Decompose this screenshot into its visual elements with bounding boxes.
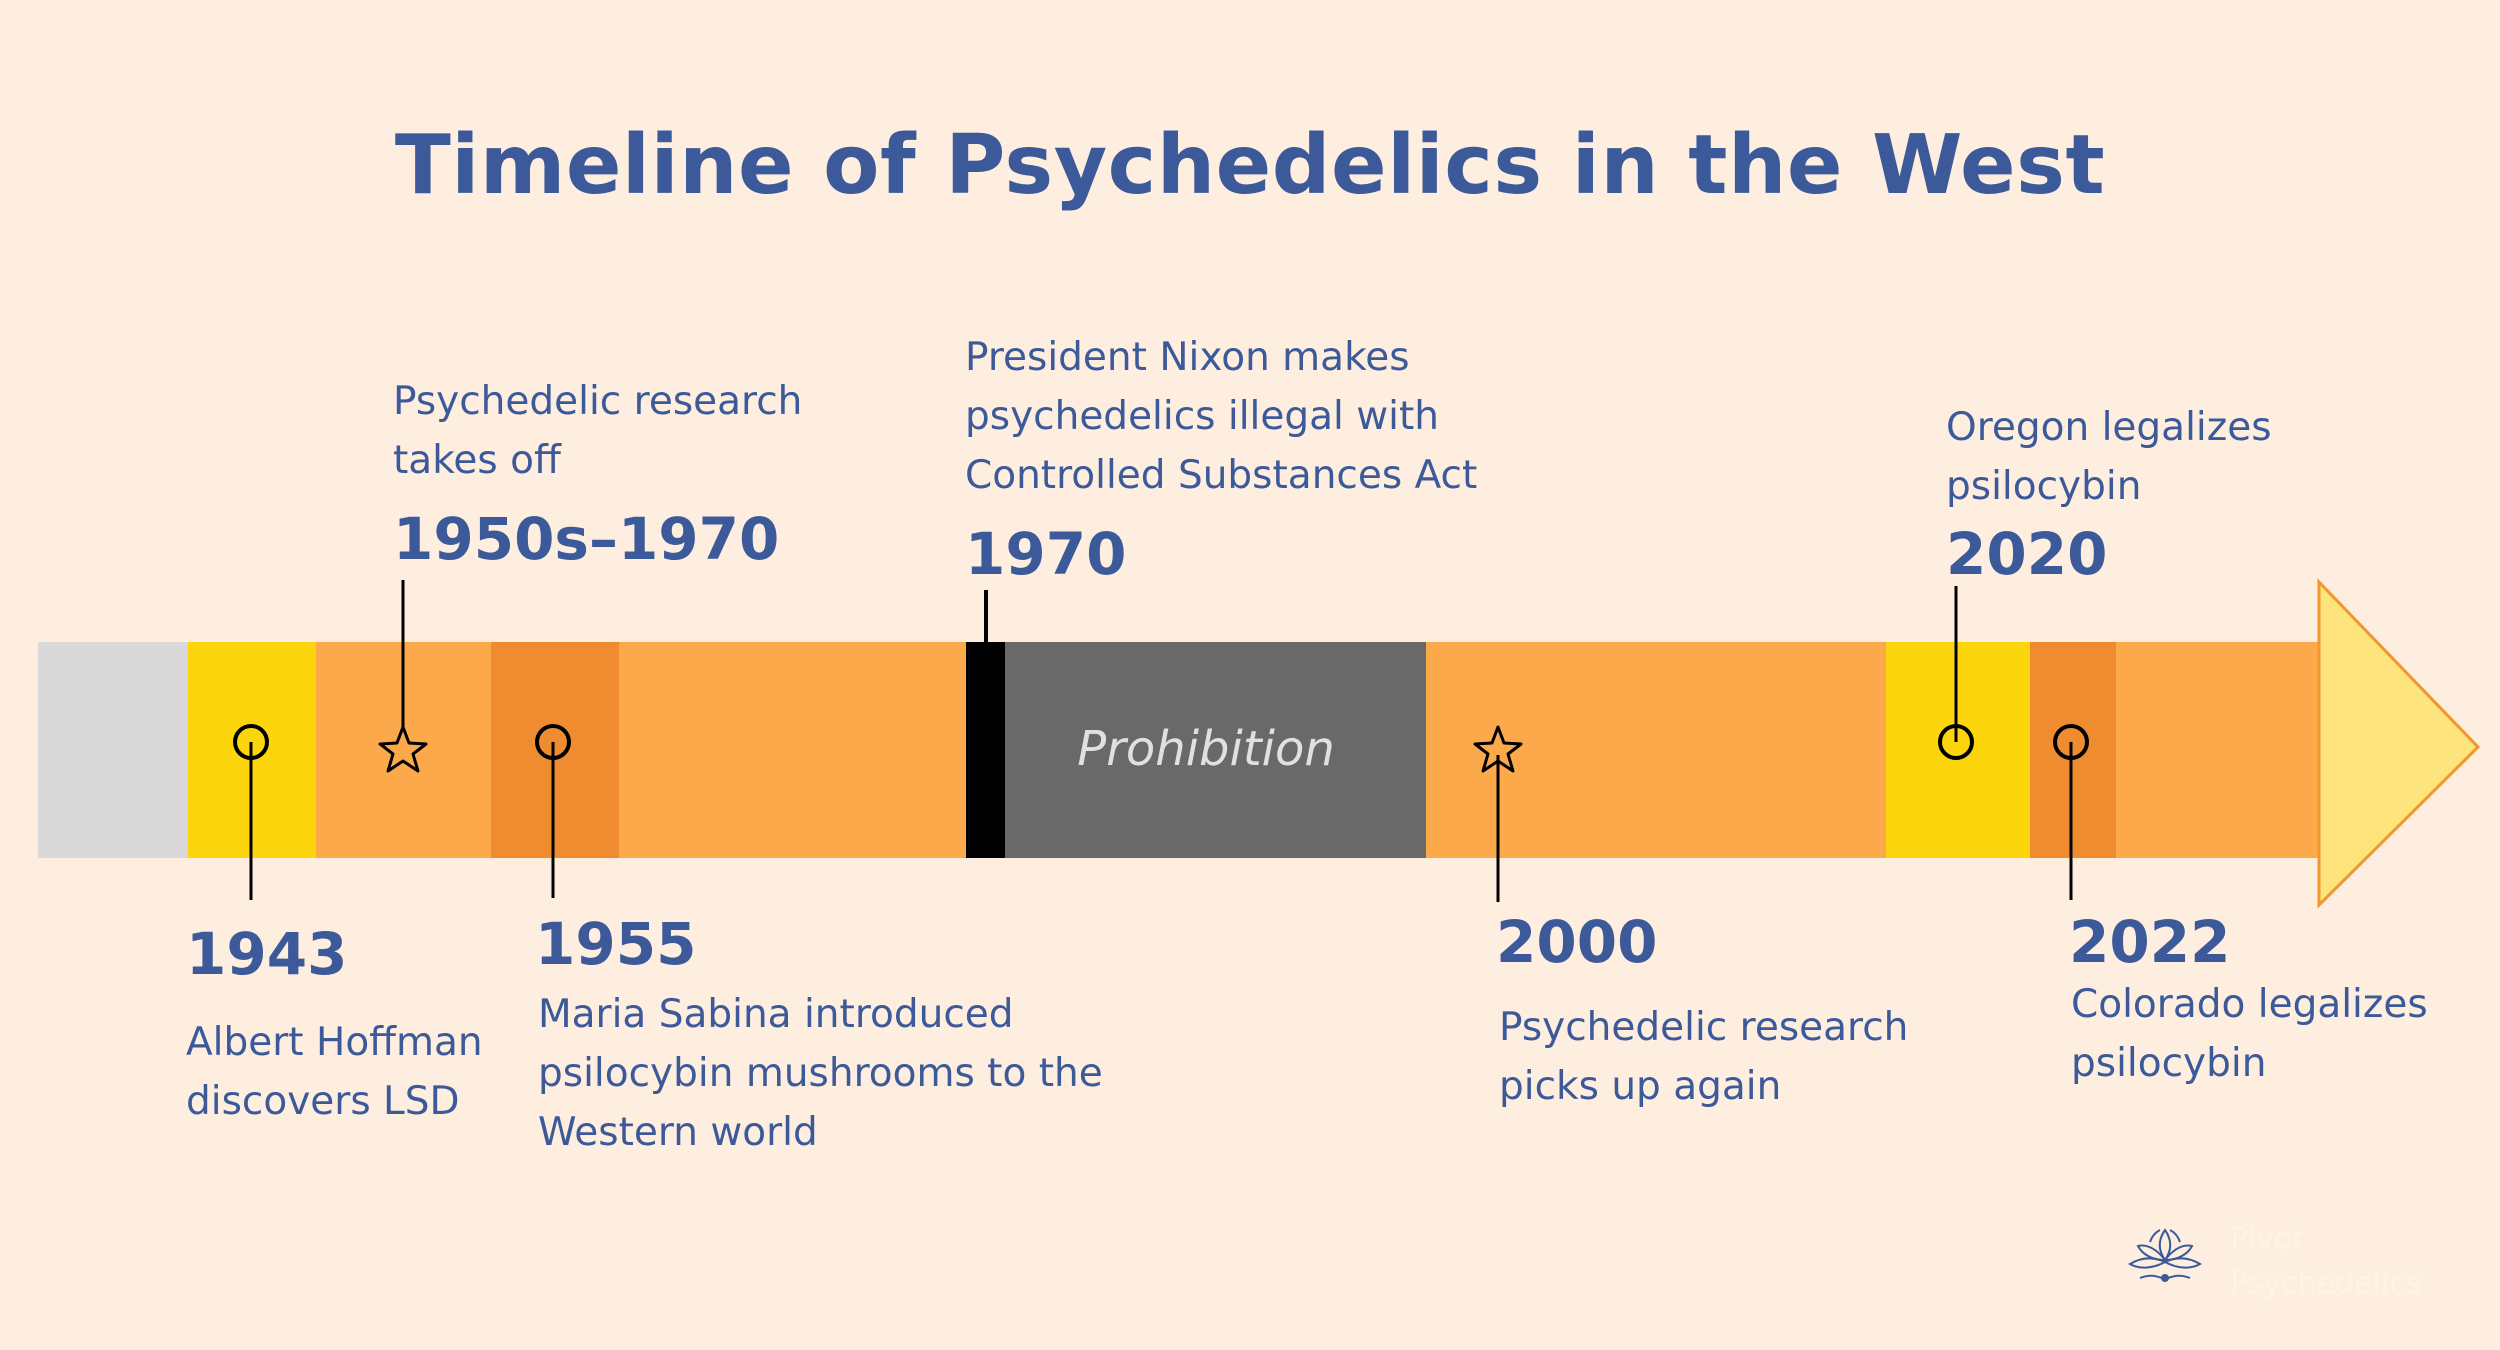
segment-1960s [619,642,966,858]
event-2022-line: Colorado legalizes [2071,982,2428,1027]
event-2022-description: Colorado legalizes psilocybin [2071,975,2428,1093]
event-1970-line: psychedelics illegal with [965,394,1440,439]
event-1943-line: discovers LSD [186,1079,460,1124]
event-1955-line: psilocybin mushrooms to the [538,1051,1103,1096]
prohibition-label: Prohibition [1077,721,1335,777]
arrow-head [2317,578,2481,909]
event-1950s-line: takes off [393,438,561,483]
segment-2022 [2030,642,2116,858]
marker-1950s-star-icon [378,725,428,773]
event-1943-line: Albert Hoffman [186,1020,483,1065]
segment-pre-history [38,642,188,858]
event-2020-line: Oregon legalizes [1946,405,2272,450]
brand-name-line: Pivot [2230,1222,2304,1257]
segment-2020 [1886,642,2030,858]
marker-1943-icon [233,724,269,760]
segment-1955 [491,642,619,858]
event-2020-line: psilocybin [1946,464,2142,509]
event-2000-line: Psychedelic research [1499,1005,1909,1050]
event-1955-description: Maria Sabina introduced psilocybin mushr… [538,985,1103,1162]
event-1955-line: Maria Sabina introduced [538,992,1014,1037]
event-2000-description: Psychedelic research picks up again [1499,998,1908,1116]
brand-name: Pivot Psychedelics [2230,1218,2421,1306]
marker-2022-icon [2053,724,2089,760]
event-1955-line: Western world [538,1110,818,1155]
segment-1970-marker [966,642,1005,858]
event-1943-year: 1943 [186,920,348,988]
marker-1955-icon [535,724,571,760]
event-2020-year: 2020 [1946,520,2108,588]
event-1970-description: President Nixon makes psychedelics illeg… [965,328,1477,505]
event-2020-description: Oregon legalizes psilocybin [1946,398,2272,516]
event-1955-year: 1955 [535,910,697,978]
segment-future [2116,642,2319,858]
event-1950s-line: Psychedelic research [393,379,803,424]
event-1950s-year: 1950s–1970 [393,505,780,573]
event-1970-line: President Nixon makes [965,335,1410,380]
marker-2000-star-icon [1473,725,1523,773]
brand-logo: Pivot Psychedelics [2120,1218,2421,1301]
marker-2020-icon [1938,724,1974,760]
segment-2000s [1426,642,1886,858]
event-1943-description: Albert Hoffman discovers LSD [186,1013,483,1131]
page-title: Timeline of Psychedelics in the West [394,118,2106,213]
event-1970-year: 1970 [965,520,1127,588]
prohibition-segment [1005,642,1426,858]
event-1950s-description: Psychedelic research takes off [393,372,802,490]
event-2000-line: picks up again [1499,1064,1782,1109]
event-2022-year: 2022 [2069,908,2231,976]
event-1970-line: Controlled Substances Act [965,453,1478,498]
brand-name-line: Psychedelics [2230,1266,2422,1301]
event-2000-year: 2000 [1496,908,1658,976]
event-2022-line: psilocybin [2071,1041,2267,1086]
lotus-icon [2128,1228,2202,1282]
